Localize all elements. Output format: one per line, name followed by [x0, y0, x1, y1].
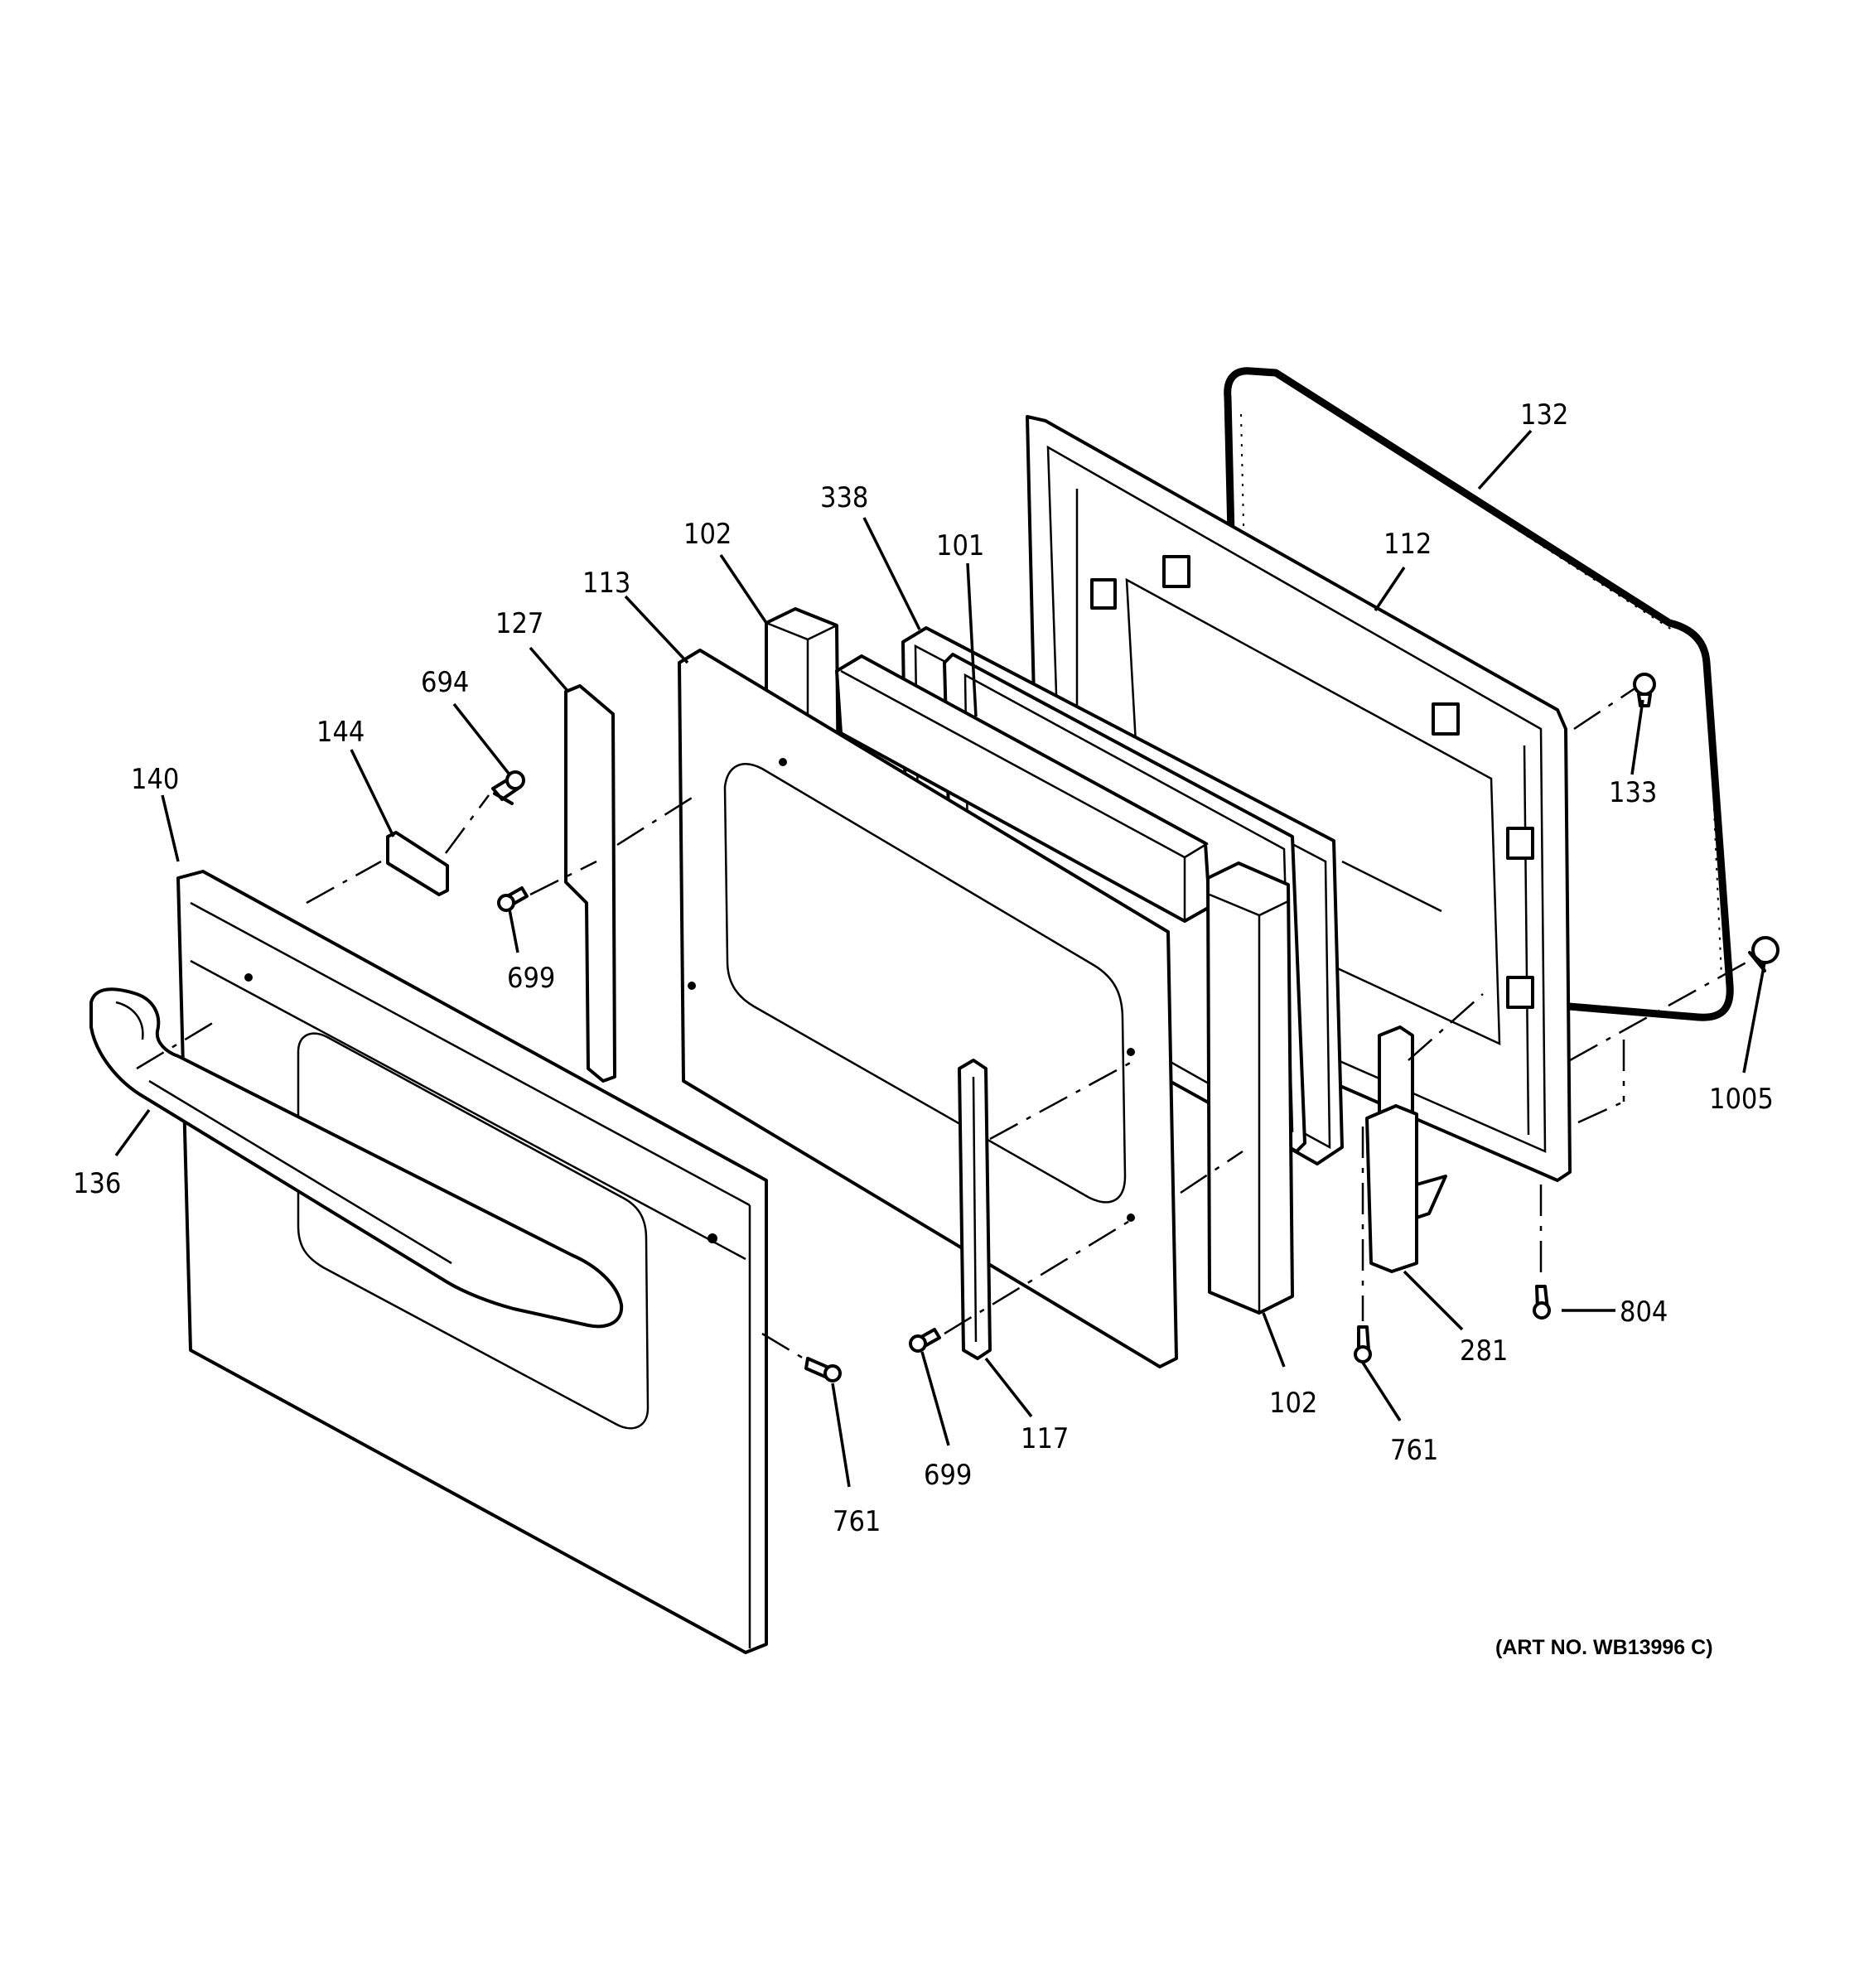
callout-labels: 132 112 338 101 102 113 127 694 144 140 …	[73, 398, 1774, 1538]
leader-lines	[114, 429, 1766, 1488]
part-281-door-hinge	[1365, 1025, 1447, 1273]
callout-132: 132	[1520, 398, 1568, 432]
part-117-hinge-bracket	[958, 1059, 992, 1360]
callout-144: 144	[316, 716, 365, 749]
part-102-insulation-lower	[1206, 861, 1294, 1315]
part-136-door-handle	[89, 987, 624, 1329]
screw-761-door	[804, 1357, 842, 1382]
screw-761-hinge	[1354, 1325, 1372, 1363]
callout-102-lower: 102	[1269, 1387, 1317, 1420]
callout-140: 140	[131, 763, 179, 796]
assembly-lines	[136, 686, 1753, 1360]
callout-117: 117	[1021, 1422, 1069, 1455]
callout-761-door: 761	[833, 1505, 881, 1538]
callout-281: 281	[1460, 1334, 1508, 1368]
callout-102-upper: 102	[683, 518, 732, 551]
callout-112: 112	[1384, 528, 1432, 561]
callout-804: 804	[1620, 1296, 1668, 1329]
screw-699-upper	[497, 886, 529, 912]
callout-699-upper: 699	[507, 962, 555, 995]
screw-694	[491, 770, 525, 805]
screw-133	[1633, 673, 1656, 707]
callout-113: 113	[582, 567, 630, 600]
art-number: (ART NO. WB13996 C)	[1495, 1636, 1713, 1659]
callout-127: 127	[495, 607, 543, 640]
part-127-side-strip	[564, 684, 616, 1083]
callout-136: 136	[73, 1167, 121, 1200]
part-113-inner-door-panel	[678, 649, 1178, 1368]
callout-694: 694	[421, 666, 469, 699]
part-144-bracket	[386, 831, 449, 896]
screw-1005	[1748, 936, 1779, 972]
callout-699-lower: 699	[924, 1459, 972, 1492]
callout-1005: 1005	[1709, 1083, 1774, 1116]
callout-338: 338	[820, 481, 868, 514]
screw-804	[1533, 1285, 1551, 1320]
callout-133: 133	[1609, 776, 1657, 809]
callout-101: 101	[936, 529, 984, 562]
callout-761-hinge: 761	[1390, 1434, 1438, 1467]
screw-699-lower	[909, 1328, 941, 1353]
